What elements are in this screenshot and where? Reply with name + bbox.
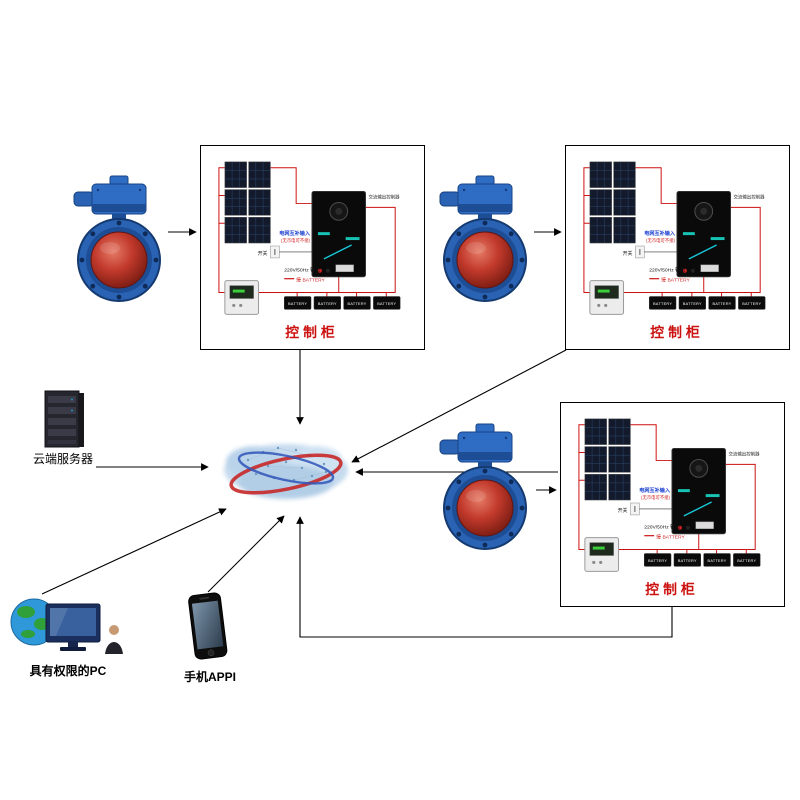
- cabinet-title: 控制柜: [645, 581, 698, 597]
- switch-label: 开关: [258, 250, 268, 257]
- battery-label: BATTERY: [678, 559, 697, 563]
- authorized-pc: [8, 592, 128, 656]
- battery-label: BATTERY: [648, 559, 667, 563]
- output-label: 220V/50Hz 输出: [649, 267, 685, 274]
- solar-panel-array: [584, 418, 631, 501]
- control-cabinet-2: BATTERY BATTERY BATTERY BATTERY 电网互补输入 (…: [565, 145, 790, 350]
- switch: [635, 245, 678, 259]
- cabinet-internal-diagram: BATTERY BATTERY BATTERY BATTERY 电网互补输入 (…: [218, 161, 401, 340]
- power-meter: [224, 280, 260, 315]
- mobile-phone: [180, 590, 236, 668]
- arrow-phone-to-cloud: [207, 515, 285, 593]
- cabinet-internal-diagram: BATTERY BATTERY BATTERY BATTERY 电网互补输入 (…: [578, 418, 761, 597]
- inverter-note: 交流输出控制器: [733, 193, 765, 200]
- power-meter: [584, 537, 620, 572]
- battery-label: BATTERY: [348, 302, 367, 306]
- grid-input-label: 电网互补输入: [644, 229, 676, 237]
- arrow-cabinet2-to-cloud: [351, 349, 567, 463]
- battery-label: BATTERY: [653, 302, 672, 306]
- internet-cloud-art: [224, 444, 348, 499]
- pc-label: 具有权限的PC: [29, 664, 107, 678]
- butterfly-valve-art: [439, 175, 527, 302]
- battery-label: BATTERY: [377, 302, 396, 306]
- grid-input-note: (无市电可不接): [281, 237, 311, 244]
- blue-orbit: [237, 451, 335, 485]
- switch: [630, 502, 673, 516]
- butterfly-valve-3: [436, 418, 532, 552]
- cloud-server: [40, 390, 90, 450]
- butterfly-valve-art: [439, 423, 527, 550]
- battery-bank: BATTERY BATTERY BATTERY BATTERY: [644, 553, 761, 567]
- battery-wire-label: 接 BATTERY: [296, 277, 325, 284]
- control-cabinet-3: BATTERY BATTERY BATTERY BATTERY 电网互补输入 (…: [560, 402, 785, 607]
- arrow-pc-to-cloud: [41, 508, 227, 595]
- power-meter: [589, 280, 625, 315]
- inverter-unit: [311, 191, 366, 278]
- battery-wire-label: 接 BATTERY: [656, 534, 685, 541]
- smartphone-art: [188, 592, 228, 660]
- cabinet-title: 控制柜: [650, 324, 703, 340]
- cabinet-internal-diagram: BATTERY BATTERY BATTERY BATTERY 电网互补输入 (…: [583, 161, 766, 340]
- inverter-unit: [671, 448, 726, 535]
- server-label: 云端服务器: [32, 452, 93, 466]
- inverter-note: 交流输出控制器: [368, 193, 400, 200]
- cabinet-title: 控制柜: [285, 324, 338, 340]
- grid-input-note: (无市电可不接): [646, 237, 676, 244]
- battery-bank: BATTERY BATTERY BATTERY BATTERY: [284, 296, 401, 310]
- switch: [270, 245, 313, 259]
- switch-label: 开关: [623, 250, 633, 257]
- grid-input-note: (无市电可不接): [641, 494, 671, 501]
- grid-input-label: 电网互补输入: [279, 229, 311, 237]
- internet-cloud: [208, 422, 364, 522]
- battery-label: BATTERY: [288, 302, 307, 306]
- person-icon: [109, 625, 119, 635]
- control-cabinet-1: BATTERY BATTERY BATTERY BATTERY 电网互补输入 (…: [200, 145, 425, 350]
- server-tower-art: [44, 390, 84, 448]
- solar-panel-array: [589, 161, 636, 244]
- battery-label: BATTERY: [737, 559, 756, 563]
- output-label: 220V/50Hz 输出: [644, 524, 680, 531]
- arrow-cabinet3-loop-to-cloud: [296, 516, 673, 638]
- red-orbit: [229, 453, 343, 495]
- battery-bank: BATTERY BATTERY BATTERY BATTERY: [649, 296, 766, 310]
- inverter-unit: [676, 191, 731, 278]
- output-label: 220V/50Hz 输出: [284, 267, 320, 274]
- solar-panel-array: [224, 161, 271, 244]
- battery-label: BATTERY: [713, 302, 732, 306]
- switch-label: 开关: [618, 507, 628, 514]
- battery-wire-label: 接 BATTERY: [661, 277, 690, 284]
- inverter-note: 交流输出控制器: [728, 450, 760, 457]
- battery-label: BATTERY: [318, 302, 337, 306]
- butterfly-valve-2: [436, 170, 532, 304]
- battery-label: BATTERY: [742, 302, 761, 306]
- grid-input-label: 电网互补输入: [639, 486, 671, 494]
- phone-label: 手机APPI: [183, 670, 236, 684]
- battery-label: BATTERY: [708, 559, 727, 563]
- battery-label: BATTERY: [683, 302, 702, 306]
- pc-with-globe-art: [10, 598, 123, 654]
- butterfly-valve-art: [73, 175, 161, 302]
- butterfly-valve-1: [70, 170, 166, 304]
